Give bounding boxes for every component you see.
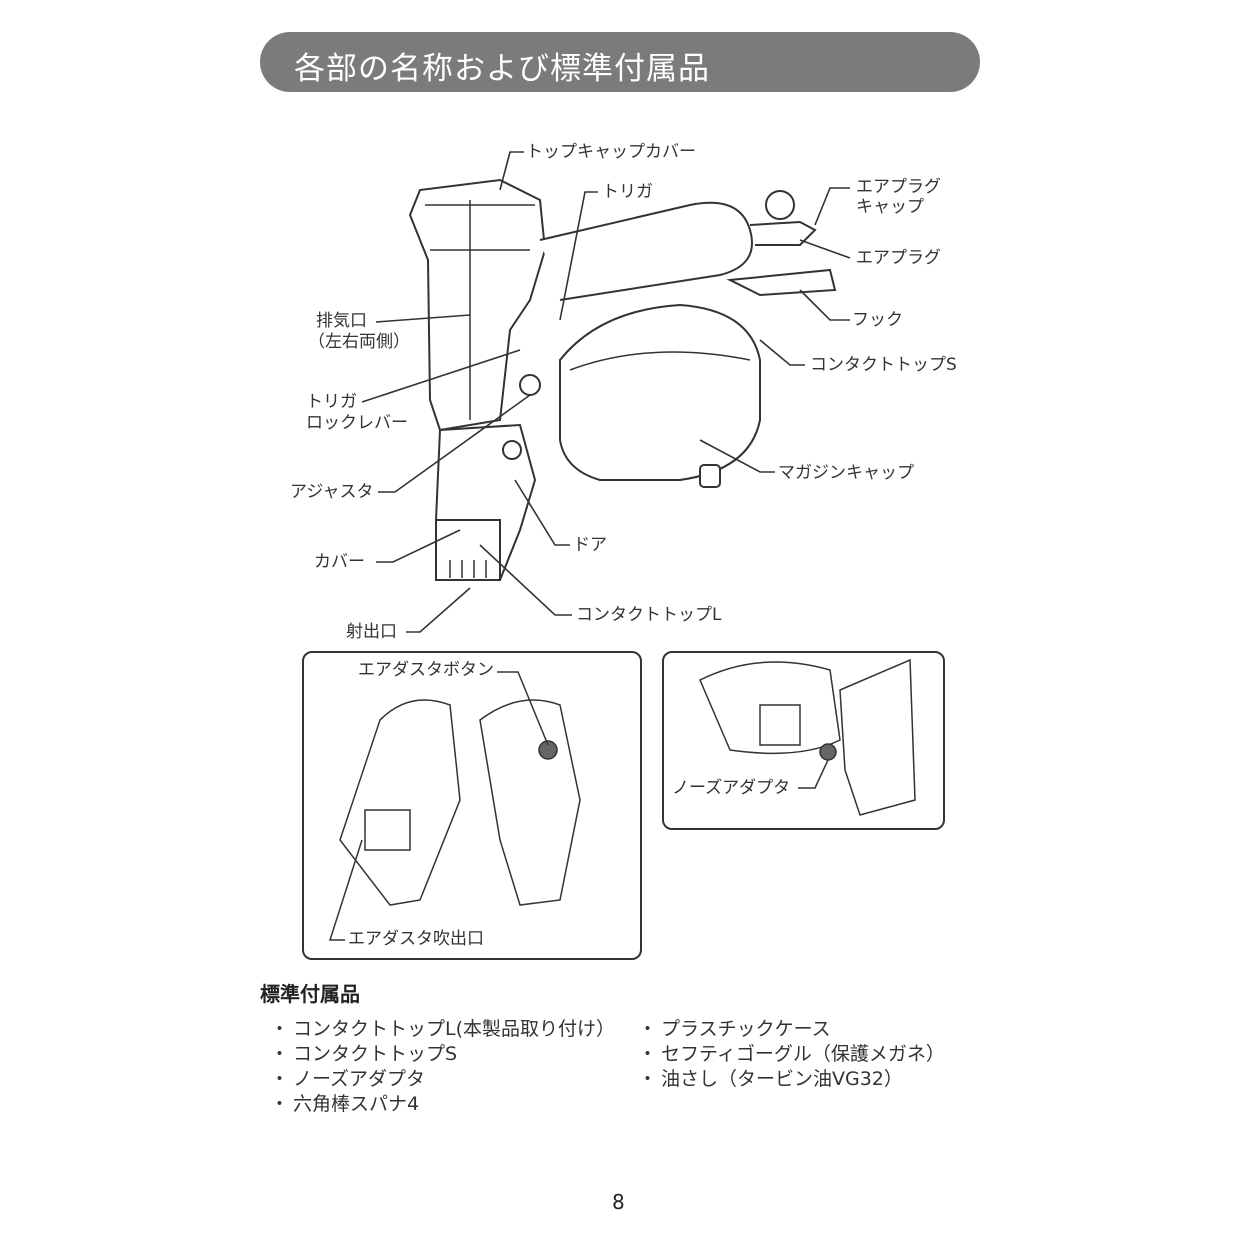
accessory-item: ・油さし（タービン油VG32） bbox=[638, 1068, 903, 1090]
section-title: 各部の名称および標準付属品 bbox=[294, 51, 710, 87]
label-air-duster-button: エアダスタボタン bbox=[358, 660, 494, 680]
label-air-plug: エアプラグ bbox=[856, 248, 941, 268]
label-contact-top-l: コンタクトトップL bbox=[576, 605, 722, 625]
inset-air-duster bbox=[302, 651, 642, 960]
inset-nose-adapter bbox=[662, 651, 945, 830]
accessory-item: ・ノーズアダプタ bbox=[270, 1068, 426, 1090]
label-magazine-cap: マガジンキャップ bbox=[778, 463, 914, 483]
accessories-title: 標準付属品 bbox=[260, 982, 360, 1006]
accessory-item: ・六角棒スパナ4 bbox=[270, 1093, 420, 1115]
hook-shape bbox=[726, 268, 837, 297]
label-trigger: トリガ bbox=[602, 182, 653, 202]
label-nozzle: 射出口 bbox=[346, 622, 397, 642]
accessory-item: ・コンタクトトップL(本製品取り付け） bbox=[270, 1018, 615, 1040]
accessory-item: ・セフティゴーグル（保護メガネ） bbox=[638, 1043, 945, 1065]
section-header: 各部の名称および標準付属品 bbox=[260, 32, 980, 92]
label-trigger-lock-1: トリガ bbox=[306, 392, 357, 412]
label-contact-top-s: コンタクトトップS bbox=[810, 355, 957, 375]
page-number: 8 bbox=[612, 1190, 625, 1214]
label-nose-adapter: ノーズアダプタ bbox=[672, 778, 791, 798]
label-top-cap-cover: トップキャップカバー bbox=[526, 142, 696, 162]
magazine-shape bbox=[559, 303, 761, 481]
label-door: ドア bbox=[573, 535, 607, 555]
tool-handle bbox=[539, 201, 753, 301]
label-hook: フック bbox=[852, 310, 903, 330]
label-air-duster-outlet: エアダスタ吹出口 bbox=[348, 929, 484, 949]
accessory-item: ・コンタクトトップS bbox=[270, 1043, 458, 1065]
label-air-plug-cap-1: エアプラグ bbox=[856, 177, 941, 197]
label-exhaust-1: 排気口 bbox=[316, 311, 367, 331]
label-air-plug-cap-2: キャップ bbox=[856, 197, 924, 217]
label-adjuster: アジャスタ bbox=[290, 482, 374, 502]
label-cover: カバー bbox=[314, 552, 365, 572]
air-plug-shape bbox=[749, 220, 817, 246]
accessory-item: ・プラスチックケース bbox=[638, 1018, 831, 1040]
tool-head bbox=[408, 178, 547, 432]
label-exhaust-2: （左右両側） bbox=[308, 332, 410, 352]
label-trigger-lock-2: ロックレバー bbox=[306, 413, 408, 433]
